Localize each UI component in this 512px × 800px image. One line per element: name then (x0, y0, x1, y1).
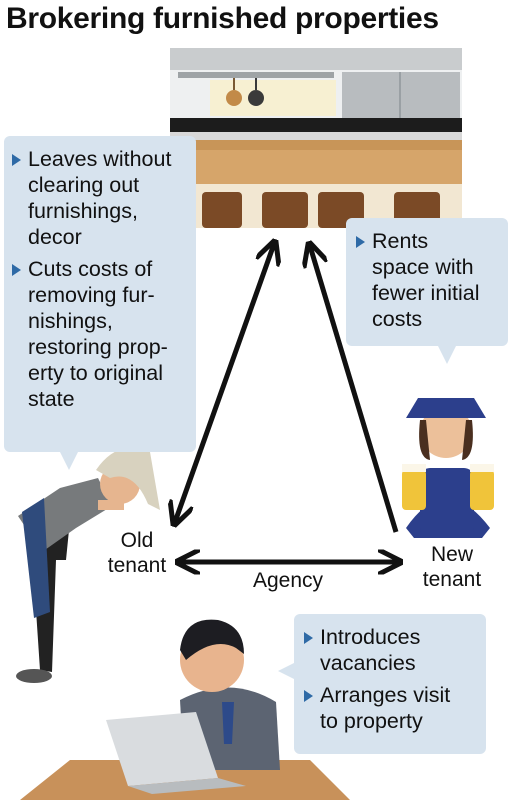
old-tenant-bubble-item: Cuts costs of removing fur- nishings, re… (8, 256, 190, 412)
old-tenant-bubble: Leaves without clearing out furnishings,… (4, 136, 196, 470)
old-tenant-label: Old tenant (107, 529, 167, 577)
agent-at-laptop-illustration (20, 619, 350, 800)
bullet-triangle-icon (12, 264, 21, 276)
diagram-title: Brokering furnished properties (6, 2, 439, 35)
bubble-tail (278, 662, 296, 680)
agency-bubble-item: Arranges visit to property (300, 682, 480, 734)
old-tenant-bubble-item: Leaves without clearing out furnishings,… (8, 146, 190, 250)
bullet-triangle-icon (356, 236, 365, 248)
agency-label: Agency (252, 569, 324, 592)
bullet-triangle-icon (12, 154, 21, 166)
new-tenant-label: New tenant (422, 543, 482, 591)
new-tenant-bubble-item: Rents space with fewer initial costs (352, 228, 502, 332)
agency-bubble: Introduces vacancies Arranges visit to p… (278, 614, 486, 754)
new-tenant-bubble: Rents space with fewer initial costs (346, 218, 508, 364)
restaurant-interior-illustration (170, 48, 462, 228)
arrow-property-to-old-tenant (175, 244, 274, 522)
new-tenant-waiter-illustration (402, 398, 494, 538)
bubble-tail (60, 452, 78, 470)
old-tenant-bowing-illustration (16, 447, 160, 683)
bullet-triangle-icon (304, 632, 313, 644)
bubble-tail (438, 346, 456, 364)
arrow-new-tenant-to-property (310, 246, 399, 533)
bullet-triangle-icon (304, 690, 313, 702)
flow-arrows (175, 244, 398, 562)
agency-bubble-item: Introduces vacancies (300, 624, 480, 676)
